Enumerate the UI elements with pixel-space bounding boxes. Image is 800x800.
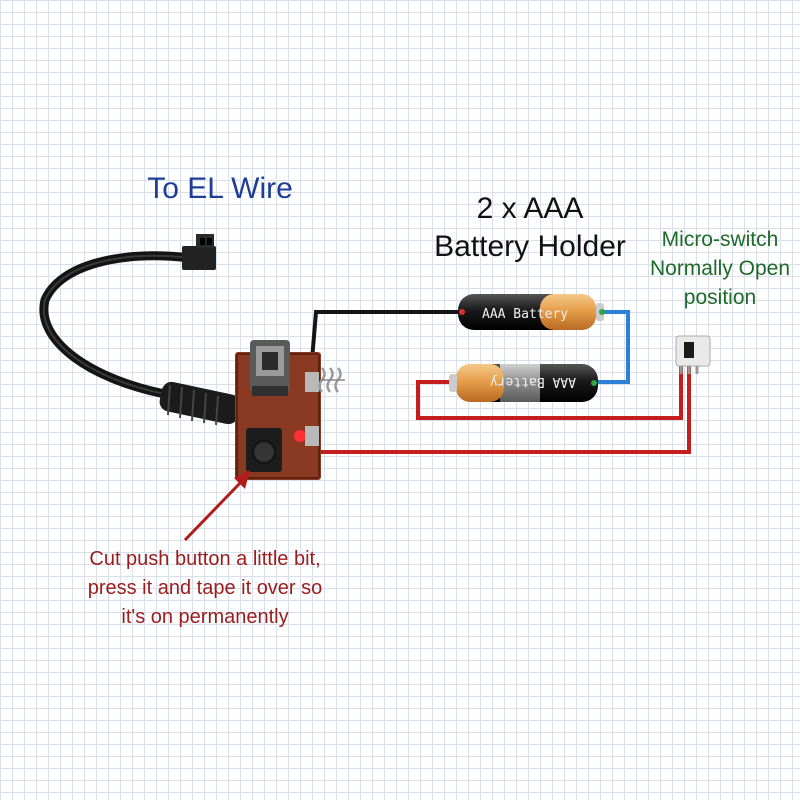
battery-top-label: AAA Battery — [482, 307, 568, 322]
blue-wire — [596, 310, 630, 384]
pointer-arrow — [183, 470, 250, 542]
el-wire-connector — [182, 234, 216, 270]
strain-relief-boot — [159, 381, 241, 426]
battery-holder-title: 2 x AAA Battery Holder — [410, 190, 650, 266]
push-button-note-line: press it and tape it over so — [87, 577, 323, 599]
push-button-note-line: Cut push button a little bit, — [89, 548, 321, 570]
inverter-board — [235, 340, 321, 480]
battery-bottom: AAA Battery — [449, 364, 598, 402]
battery-bottom-label: AAA Battery — [490, 374, 576, 389]
board-terminal — [305, 372, 319, 392]
led-indicator — [294, 430, 306, 442]
micro-switch-label: Micro-switch Normally Open position — [640, 225, 800, 312]
micro-switch-label-line: position — [683, 286, 757, 309]
el-wire-cable — [39, 234, 245, 426]
red-wire-battery-to-switch — [416, 366, 683, 420]
battery-top: AAA Battery — [458, 294, 605, 330]
black-wire — [310, 310, 468, 361]
battery-holder-title-line: 2 x AAA — [476, 192, 584, 225]
el-wire-label: To EL Wire — [147, 172, 293, 205]
battery-holder-title-line: Battery Holder — [434, 230, 626, 263]
board-terminal — [305, 426, 319, 446]
micro-switch — [675, 335, 711, 374]
battery-spring — [318, 367, 345, 393]
push-button-note: Cut push button a little bit, press it a… — [60, 545, 350, 632]
transformer-coil — [250, 340, 290, 396]
micro-switch-label-line: Normally Open — [649, 257, 791, 280]
push-button — [246, 428, 282, 472]
red-wire-board-to-switch — [318, 366, 691, 454]
micro-switch-label-line: Micro-switch — [661, 228, 779, 251]
push-button-note-line: it's on permanently — [121, 606, 289, 628]
